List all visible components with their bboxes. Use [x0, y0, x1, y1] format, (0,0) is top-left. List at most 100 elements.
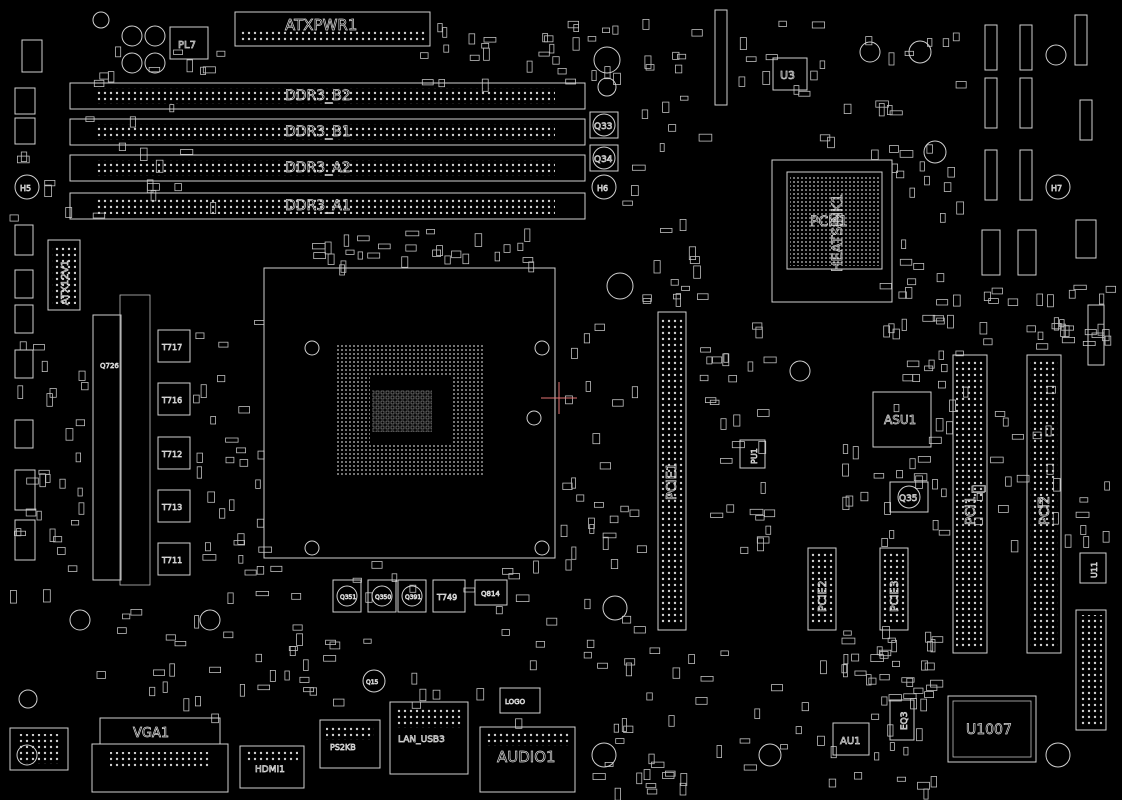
passive-component — [625, 662, 632, 677]
passive-component — [938, 529, 951, 536]
passive-component — [870, 654, 884, 662]
q33-q34-transistors: Q33 Q34 — [589, 111, 619, 172]
passive-component — [200, 66, 207, 75]
passive-component — [881, 538, 888, 548]
passive-component — [204, 542, 211, 552]
passive-component — [323, 655, 337, 662]
pch-heatsink: HEATSINK1 PCH1 — [771, 159, 893, 303]
passive-component — [1075, 511, 1090, 518]
passive-component — [622, 200, 633, 206]
passive-component — [238, 555, 244, 564]
passive-component — [436, 245, 443, 257]
passive-component — [117, 627, 127, 634]
q814-label: Q814 — [481, 590, 500, 598]
pci1-label: PCI1 — [964, 496, 979, 525]
passive-component — [329, 641, 341, 650]
passive-component — [763, 356, 777, 364]
passive-component — [291, 593, 302, 600]
passive-component — [442, 27, 448, 38]
ddr3-a1-label: DDR3_A1 — [285, 198, 351, 214]
passive-component — [889, 530, 895, 539]
passive-component — [942, 38, 950, 48]
pcie2-label: PCIE2 — [816, 580, 829, 612]
lan-usb-label: LAN_USB3 — [398, 735, 445, 745]
passive-component — [565, 78, 577, 85]
passive-component — [906, 360, 920, 368]
passive-component — [99, 72, 109, 80]
passive-component — [65, 428, 74, 441]
q35-transistor: Q35 — [889, 481, 929, 513]
pcie3-label: PCIE3 — [888, 580, 901, 612]
passive-component — [9, 214, 19, 222]
passive-component — [738, 76, 746, 87]
passive-component — [1026, 325, 1036, 333]
passive-component — [631, 386, 638, 399]
passive-component — [421, 79, 434, 86]
passive-component — [947, 314, 954, 329]
passive-component — [535, 641, 545, 648]
passive-component — [941, 363, 948, 373]
passive-component — [901, 318, 907, 331]
passive-component — [913, 262, 925, 270]
passive-component — [583, 651, 592, 659]
atx-power-label: ATXPWR1 — [285, 16, 357, 34]
passive-component — [557, 68, 567, 75]
passive-component — [528, 261, 535, 273]
passive-component — [552, 56, 560, 65]
u3-chip: U3 — [772, 57, 808, 91]
passive-component — [255, 653, 263, 663]
passive-component — [644, 55, 652, 69]
passive-component — [938, 350, 944, 360]
passive-component — [924, 175, 930, 186]
passive-component — [851, 653, 860, 662]
passive-component — [560, 524, 568, 538]
passive-component — [476, 688, 485, 701]
passive-component — [620, 505, 629, 513]
passive-component — [225, 456, 235, 464]
passive-component — [576, 494, 585, 502]
passive-component — [841, 664, 848, 674]
pcie1-slot: PCIE1 — [657, 311, 687, 631]
ddr3-b2-label: DDR3_B2 — [285, 88, 351, 104]
passive-component — [9, 590, 17, 604]
passive-component — [843, 654, 849, 665]
passive-component — [979, 322, 988, 335]
passive-component — [610, 559, 619, 570]
passive-component — [533, 560, 539, 574]
passive-component — [765, 525, 772, 535]
passive-component — [873, 473, 885, 479]
passive-component — [811, 21, 825, 29]
passive-component — [681, 285, 691, 291]
passive-component — [443, 44, 450, 53]
passive-component — [662, 772, 675, 779]
passive-component — [898, 291, 907, 299]
passive-component — [673, 293, 681, 300]
passive-component — [444, 255, 451, 265]
passive-component — [75, 452, 81, 463]
heatsink-label: HEATSINK1 — [830, 194, 846, 272]
passive-component — [345, 249, 355, 255]
passive-component — [45, 473, 51, 483]
passive-component — [896, 170, 905, 179]
passive-component — [923, 788, 929, 800]
q15-label: Q15 — [366, 679, 379, 686]
passive-component — [258, 546, 272, 553]
passive-component — [571, 347, 578, 359]
passive-component — [679, 782, 687, 796]
passive-component — [468, 33, 476, 45]
passive-component — [921, 660, 928, 671]
passive-component — [567, 20, 579, 29]
passive-component — [842, 463, 849, 477]
passive-component — [311, 243, 326, 250]
passive-component — [1011, 434, 1024, 440]
passive-component — [1068, 289, 1076, 299]
t717-label: T717 — [161, 343, 182, 352]
passive-component — [107, 71, 115, 83]
passive-component — [1104, 481, 1110, 491]
pci1-slot: PCI1 — [952, 354, 988, 654]
pci2-label: PCI2 — [1038, 496, 1053, 525]
passive-component — [43, 589, 51, 603]
passive-component — [432, 249, 442, 257]
h5-label: H5 — [20, 184, 31, 193]
passive-component — [1005, 476, 1012, 487]
